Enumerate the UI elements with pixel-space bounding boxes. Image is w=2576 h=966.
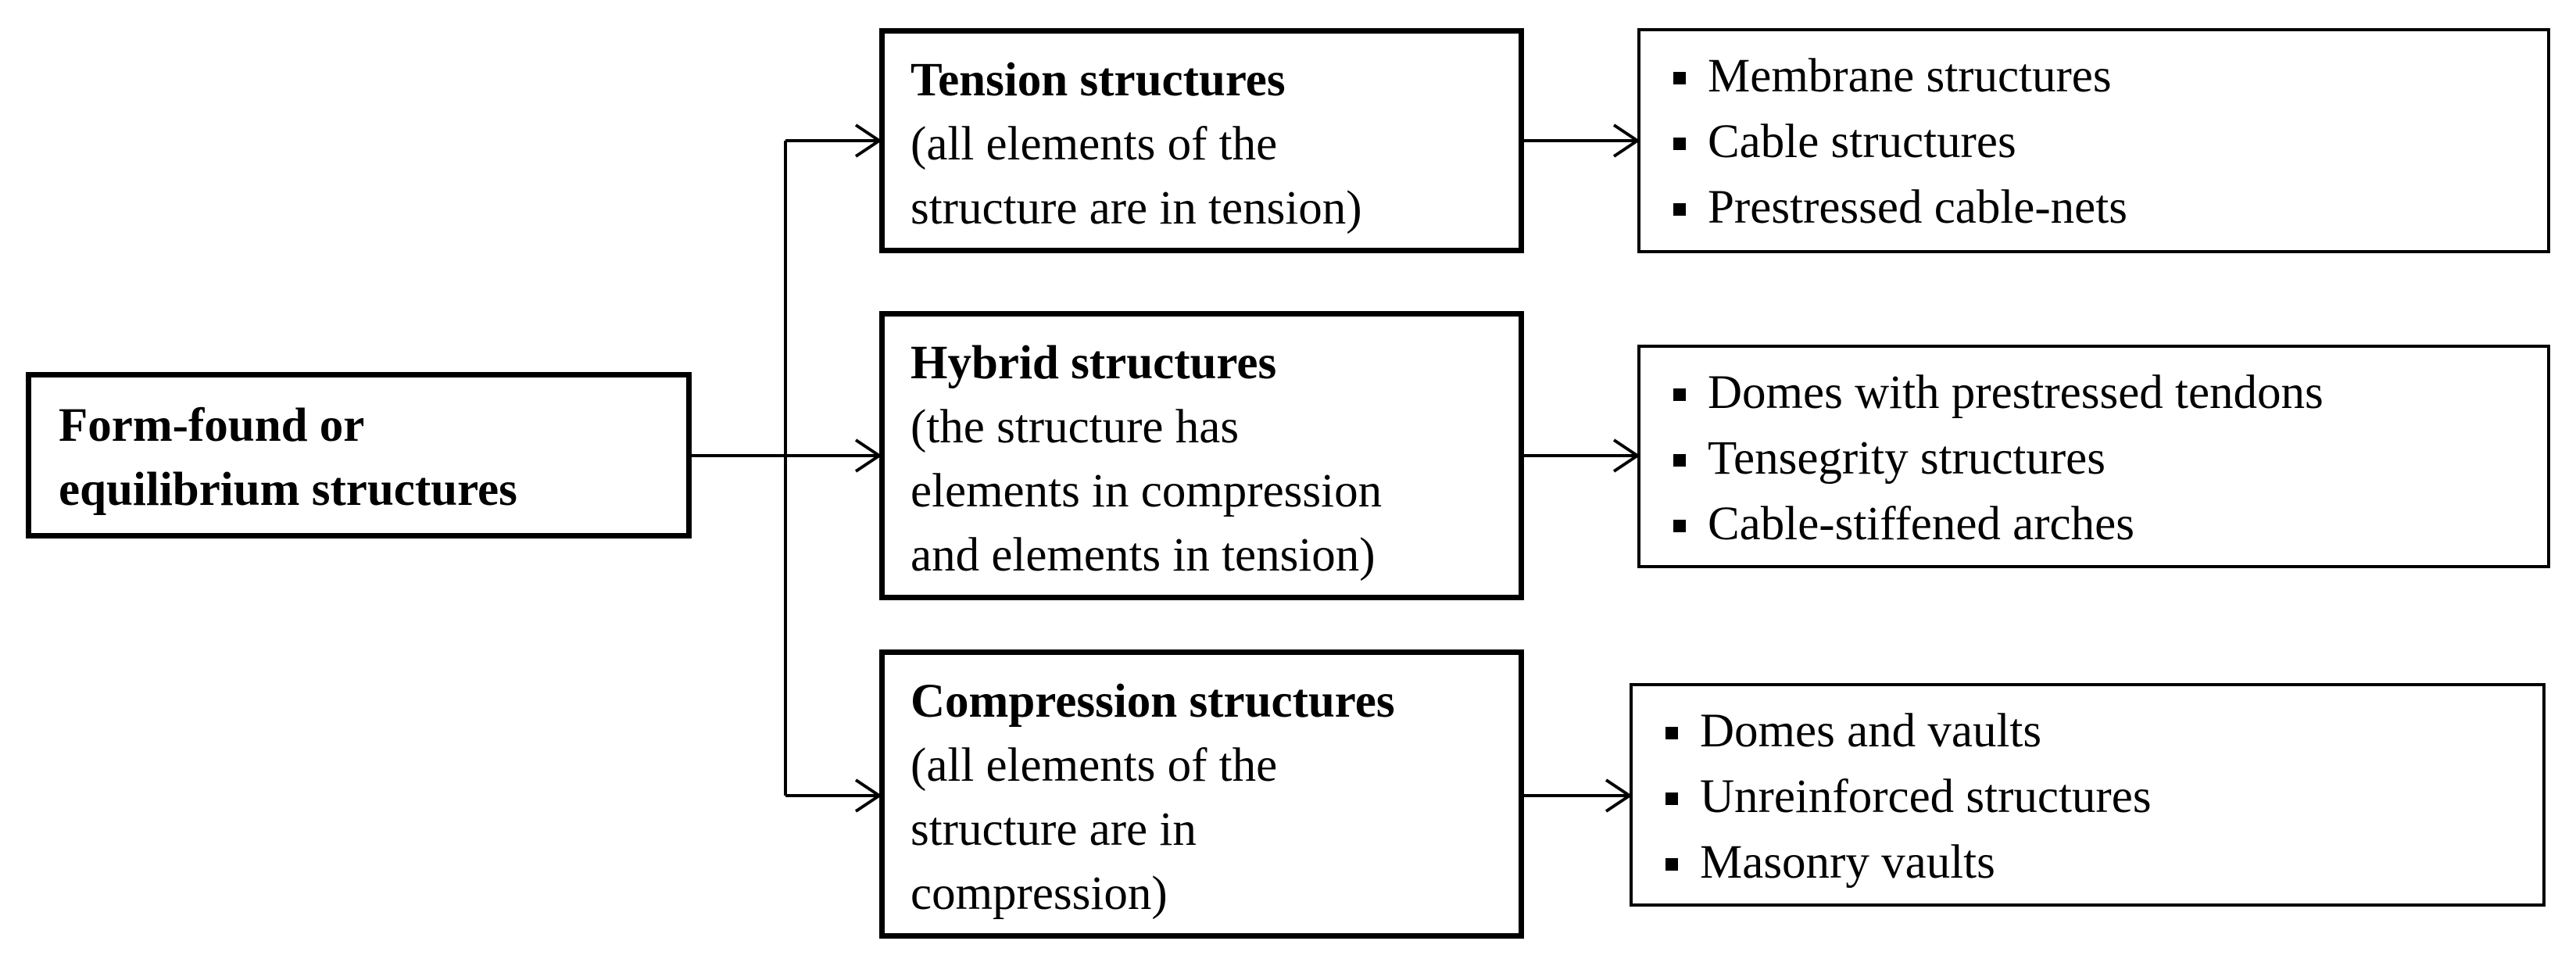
square-bullet-icon [1673,520,1686,532]
items-box-hybrid: Domes with prestressed tendons Tensegrit… [1637,345,2550,568]
items-box-tension: Membrane structures Cable structures Pre… [1637,28,2550,253]
category-desc-line: (all elements of the [911,118,1278,170]
category-title: Hybrid structures [911,337,1277,389]
square-bullet-icon [1665,792,1678,805]
square-bullet-icon [1665,858,1678,871]
root-box: Form-found or equilibrium structures [26,372,692,538]
category-desc-line: structure are in tension) [911,182,1362,234]
list-item: Domes with prestressed tendons [1669,360,2324,426]
root-title-line2: equilibrium structures [59,463,517,516]
square-bullet-icon [1673,138,1686,150]
list-item: Membrane structures [1669,44,2127,109]
list-item: Cable structures [1669,109,2127,175]
category-desc-line: (all elements of the [911,739,1278,792]
square-bullet-icon [1665,727,1678,739]
root-title-line1: Form-found or [59,399,365,452]
category-desc-line: (the structure has [911,401,1240,453]
list-item: Tensegrity structures [1669,426,2324,492]
category-box-hybrid: Hybrid structures (the structure has ele… [879,311,1524,600]
square-bullet-icon [1673,72,1686,84]
category-desc-line: and elements in tension) [911,529,1376,581]
square-bullet-icon [1673,203,1686,216]
category-desc-line: elements in compression [911,465,1383,517]
square-bullet-icon [1673,388,1686,401]
list-item: Cable-stiffened arches [1669,492,2324,557]
list-item: Unreinforced structures [1661,764,2152,830]
category-title: Compression structures [911,675,1395,728]
list-item: Masonry vaults [1661,830,2152,896]
items-box-compression: Domes and vaults Unreinforced structures… [1630,683,2546,907]
category-desc-line: compression) [911,868,1168,920]
category-box-compression: Compression structures (all elements of … [879,649,1524,939]
list-item: Prestressed cable-nets [1669,175,2127,241]
category-box-tension: Tension structures (all elements of the … [879,28,1524,253]
square-bullet-icon [1673,454,1686,467]
category-title: Tension structures [911,54,1286,106]
category-desc-line: structure are in [911,803,1197,856]
list-item: Domes and vaults [1661,699,2152,764]
